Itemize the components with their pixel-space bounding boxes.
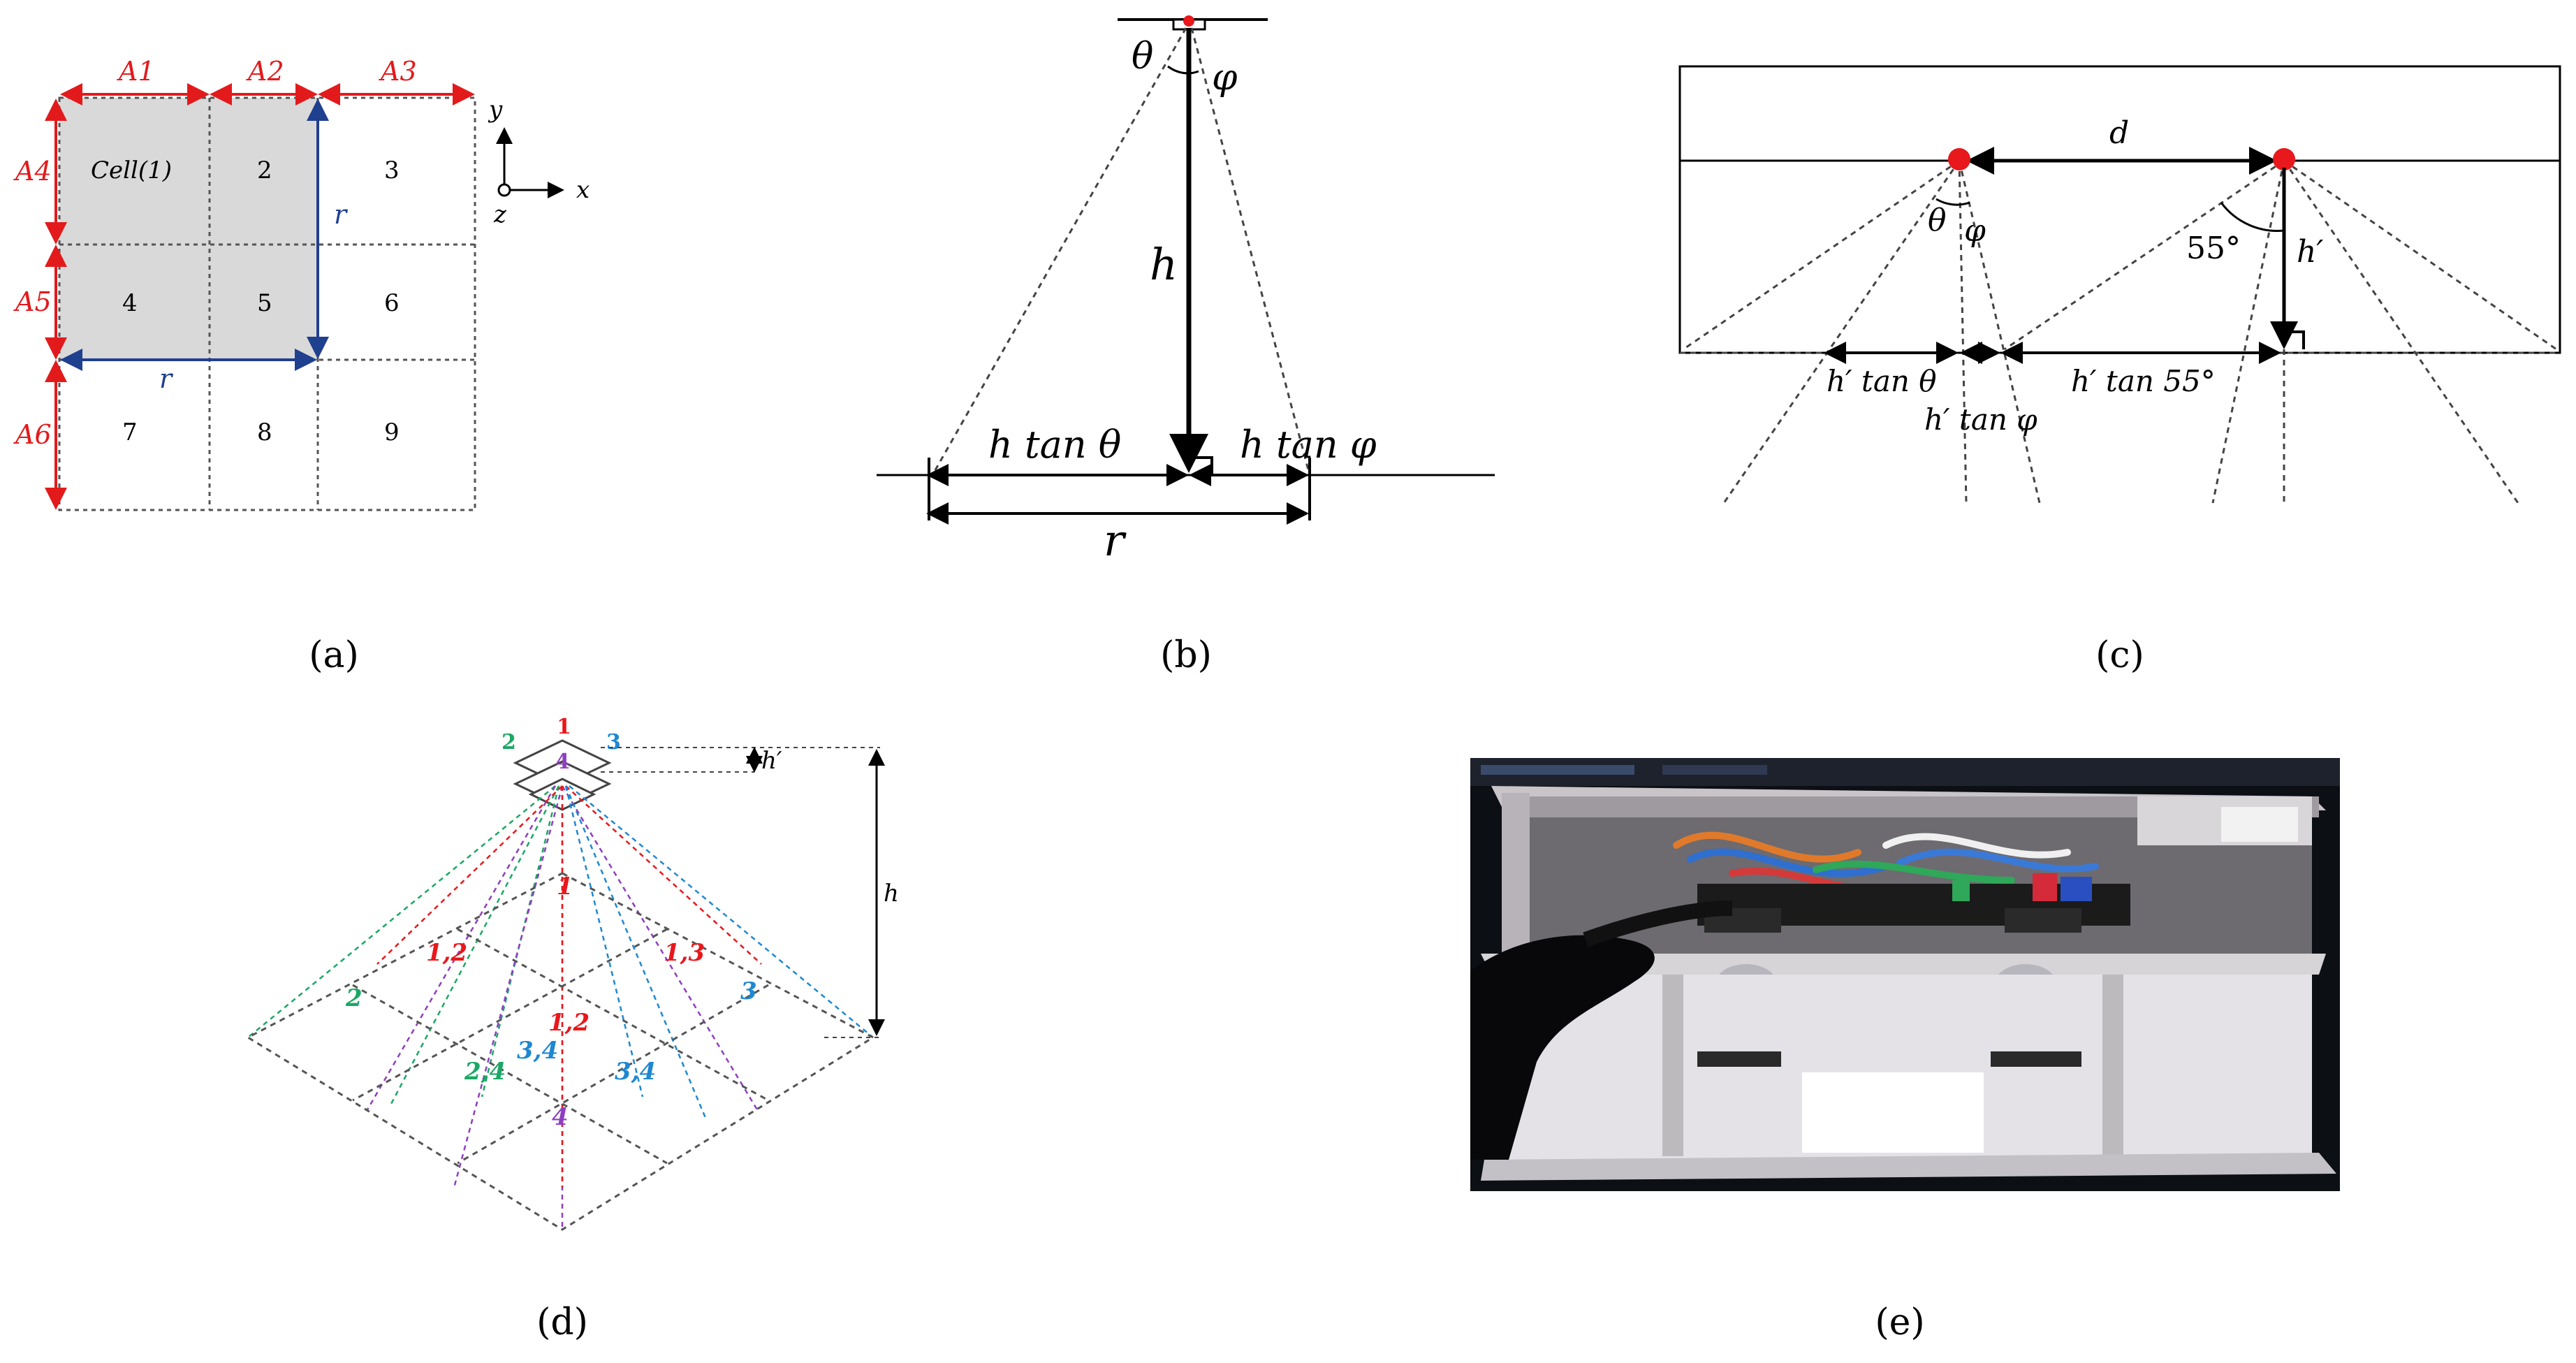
floor-grid <box>245 872 876 1231</box>
cell-label-5: 5 <box>257 289 272 317</box>
label-a4: A4 <box>13 156 52 187</box>
h-prime-label: h′ <box>2297 234 2323 270</box>
theta-label: θ <box>1928 203 1947 238</box>
h-label: h <box>884 880 899 908</box>
label-a6: A6 <box>13 419 52 450</box>
device-photo <box>1470 758 2340 1191</box>
cell-tag-12-center: 1,2 <box>548 1009 590 1037</box>
label-a3: A3 <box>379 56 417 87</box>
label-a2: A2 <box>246 56 284 87</box>
r-arrows <box>60 99 329 371</box>
h-tan-phi-label: h tan φ <box>1240 423 1377 467</box>
panel-c: d θ φ 55° h′ h′ tan θ h′ tan φ h′ tan 55… <box>1678 65 2561 676</box>
sensor-id-3: 3 <box>606 730 621 755</box>
cell-label-9: 9 <box>384 418 400 446</box>
cell-tag-24: 2,4 <box>464 1058 506 1086</box>
cell-tag-13-right: 1,3 <box>664 939 705 967</box>
cell-label-2: 2 <box>257 156 272 184</box>
cell-tag-34-right: 3,4 <box>615 1058 656 1086</box>
caption-e: (e) <box>1875 1302 1924 1343</box>
h-tan-theta-label: h tan θ <box>988 423 1121 467</box>
panel-d: 1 2 3 4 h′ h <box>245 715 899 1343</box>
cell-tag-3: 3 <box>740 977 757 1005</box>
sensor-id-4: 4 <box>555 750 570 774</box>
cell-tag-top: 1 <box>557 873 573 901</box>
shaded-region <box>59 98 318 360</box>
label-a1: A1 <box>117 56 155 87</box>
cell-label-3: 3 <box>384 156 400 184</box>
seg-theta-label: h′ tan θ <box>1827 364 1937 398</box>
axis-x-label: x <box>576 176 590 204</box>
cell-label-8: 8 <box>257 418 272 446</box>
cell-tag-12-left: 1,2 <box>426 939 467 967</box>
caption-c: (c) <box>2095 634 2144 676</box>
h-label: h <box>1150 239 1178 290</box>
cell-label-1: Cell(1) <box>91 156 172 184</box>
label-a5: A5 <box>13 286 52 317</box>
cell-tag-4-bottom: 4 <box>552 1103 569 1131</box>
area-arrows <box>45 83 475 510</box>
cell-label-4: 4 <box>122 289 138 317</box>
d-label: d <box>2109 115 2129 151</box>
seg-55-label: h′ tan 55° <box>2071 364 2216 398</box>
cell-tag-34-center: 3,4 <box>517 1037 558 1065</box>
r-label-horizontal: r <box>159 363 174 394</box>
sensor-left <box>1948 148 1970 170</box>
r-label: r <box>1104 515 1127 566</box>
panel-e: (e) <box>1470 758 2340 1343</box>
axis-z-label: z <box>493 201 507 228</box>
sensor-id-1: 1 <box>557 715 571 739</box>
phi-label: φ <box>1212 57 1238 99</box>
seg-phi-label: h′ tan φ <box>1924 402 2037 437</box>
angle-55-label: 55° <box>2186 231 2241 266</box>
panel-a: A1 A2 A3 A4 A5 A6 r r Cell(1) 2 3 4 5 6 … <box>13 56 590 676</box>
axis-y-label: y <box>488 96 503 124</box>
sensor-id-2: 2 <box>502 730 516 755</box>
h-prime-label: h′ <box>761 747 782 775</box>
cell-label-7: 7 <box>122 418 138 446</box>
sensor-dot <box>1183 15 1194 27</box>
cell-tag-2: 2 <box>345 984 363 1012</box>
sensor-right <box>2273 148 2295 170</box>
axes-icon <box>496 127 564 198</box>
caption-b: (b) <box>1160 634 1212 676</box>
phi-label: φ <box>1964 213 1986 249</box>
caption-a: (a) <box>309 634 359 676</box>
theta-label: θ <box>1132 36 1153 78</box>
caption-d: (d) <box>536 1302 588 1343</box>
r-label-vertical: r <box>334 199 349 230</box>
panel-b: θ φ h h tan θ h tan φ r (b) <box>877 15 1495 676</box>
cell-label-6: 6 <box>384 289 400 317</box>
